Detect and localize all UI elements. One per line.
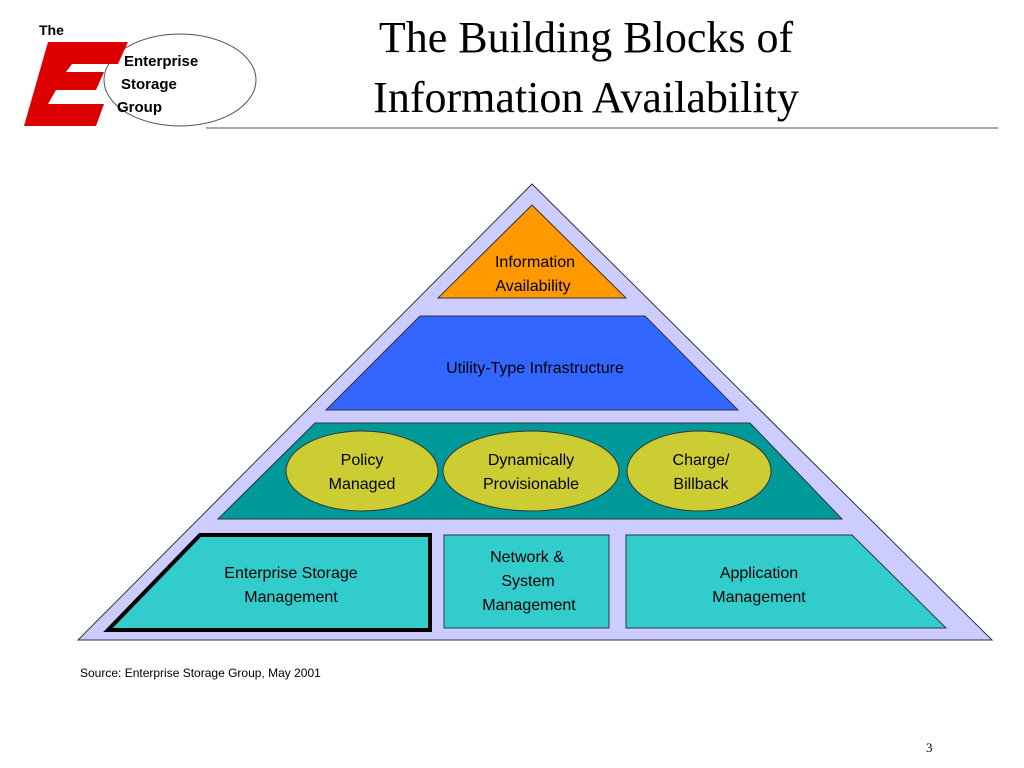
- network-system-management-block: [443, 534, 610, 629]
- policy-managed-line2: Managed: [329, 476, 396, 493]
- dynamically-provisionable-node: [442, 430, 620, 512]
- top-tier-label-line1: Information: [495, 254, 575, 271]
- network-management-line3: Management: [482, 597, 576, 614]
- slide-title-line2: Information Availability: [373, 73, 799, 122]
- application-management-block: [625, 534, 948, 629]
- dynamically-provisionable-line1: Dynamically: [488, 452, 574, 469]
- source-note: Source: Enterprise Storage Group, May 20…: [80, 666, 321, 680]
- logo-the: The: [39, 22, 64, 38]
- charge-billback-line2: Billback: [673, 476, 729, 493]
- charge-billback-node: [626, 430, 772, 512]
- logo-line-enterprise: Enterprise: [124, 53, 199, 70]
- policy-managed-node: [285, 430, 439, 512]
- logo-line-storage: Storage: [121, 76, 177, 93]
- logo-line-group: Group: [117, 99, 162, 116]
- enterprise-storage-management-block: [103, 533, 432, 632]
- pyramid-outline: [76, 183, 994, 641]
- policy-managed-line1: Policy: [341, 452, 384, 469]
- infrastructure-tier: [324, 315, 740, 411]
- infrastructure-label: Utility-Type Infrastructure: [446, 360, 624, 377]
- top-tier-label-line2: Availability: [495, 278, 570, 295]
- logo-e-mark: [24, 42, 128, 126]
- logo-ellipse: [103, 33, 257, 127]
- storage-management-line1: Enterprise Storage: [224, 565, 358, 582]
- network-management-line1: Network &: [490, 549, 564, 566]
- information-availability-tier: [436, 204, 628, 299]
- slide-title-line1: The Building Blocks of: [378, 13, 794, 62]
- network-management-line2: System: [501, 573, 554, 590]
- storage-management-line2: Management: [244, 589, 338, 606]
- charge-billback-line1: Charge/: [673, 452, 730, 469]
- application-management-line1: Application: [720, 565, 798, 582]
- page-number: 3: [926, 740, 933, 755]
- dynamically-provisionable-line2: Provisionable: [483, 476, 579, 493]
- logo: [24, 33, 257, 127]
- application-management-line2: Management: [712, 589, 806, 606]
